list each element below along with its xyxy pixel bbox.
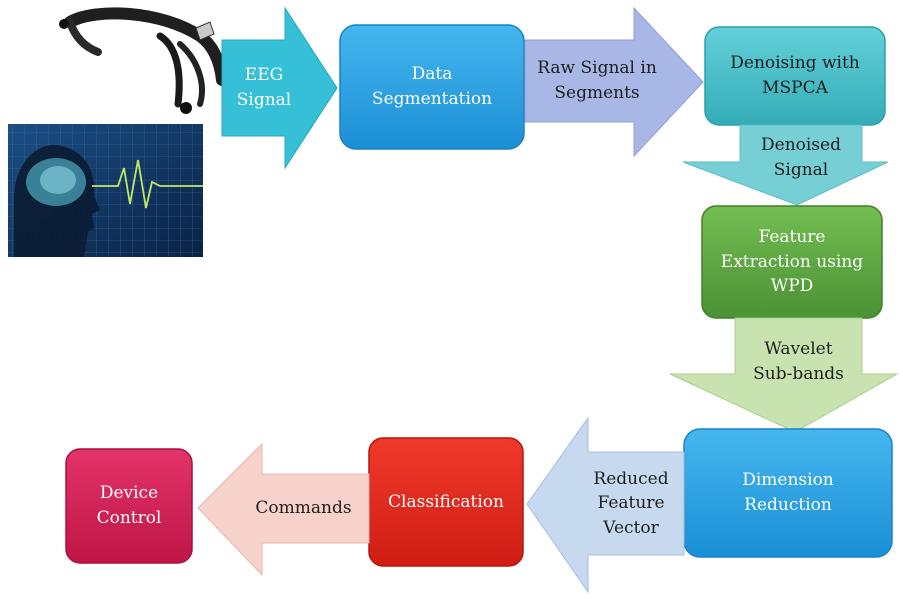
data-segmentation-box <box>339 24 525 150</box>
eeg-headset-icon <box>59 7 228 114</box>
brain-scan-image <box>8 124 203 257</box>
eeg-signal-label: EEG Signal <box>236 65 292 110</box>
commands-label: Commands <box>255 498 352 519</box>
device-control-label: Device Control <box>96 483 162 528</box>
eeg-signal-arrow <box>221 6 338 170</box>
denoised-signal-arrow <box>682 124 889 206</box>
wavelet-subbands-arrow <box>669 317 899 433</box>
commands-arrow <box>197 442 370 577</box>
wavelet-subbands-label: Wavelet Sub-bands <box>753 339 844 384</box>
raw-signal-arrow <box>524 6 704 158</box>
reduced-feature-vector-label: Reduced Feature Vector <box>593 468 669 538</box>
denoised-signal-label: Denoised Signal <box>761 135 841 180</box>
classification-label: Classification <box>388 491 504 512</box>
device-control-box <box>65 448 193 564</box>
dimension-reduction-label: Dimension Reduction <box>742 470 834 515</box>
reduced-feature-vector-arrow <box>526 416 685 594</box>
raw-signal-label: Raw Signal in Segments <box>537 58 657 103</box>
data-segmentation-label: Data Segmentation <box>371 64 493 109</box>
denoising-label: Denoising with MSPCA <box>730 53 860 98</box>
feature-extraction-label: Feature Extraction using WPD <box>720 227 864 297</box>
